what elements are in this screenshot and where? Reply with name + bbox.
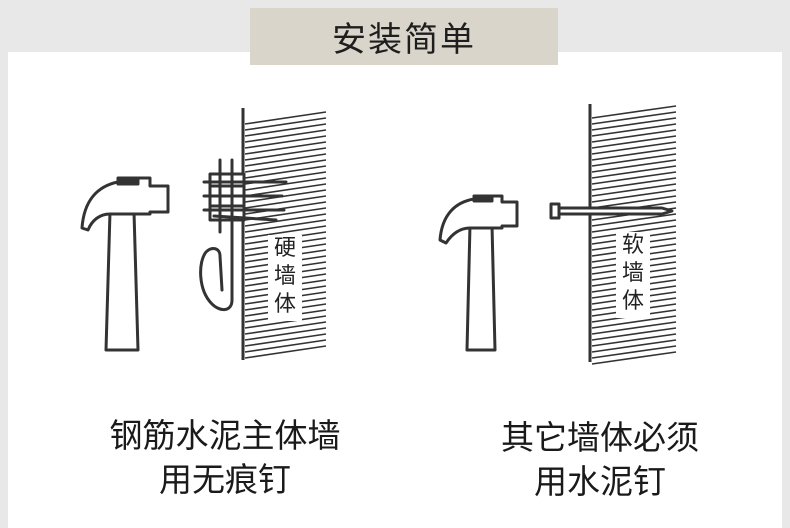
wall-hatch-line (244, 315, 327, 329)
wall-hatch-line (591, 123, 677, 137)
wall-hatch-line (244, 177, 327, 191)
left-caption: 钢筋水泥主体墙 用无痕钉 (80, 414, 370, 502)
wall-hatch-line (591, 171, 677, 185)
wall-hatch-line (591, 105, 677, 119)
wall-hatch-line (244, 195, 327, 209)
left-caption-line1: 钢筋水泥主体墙 (109, 416, 341, 455)
wall-hatch-line (591, 321, 677, 335)
wall-hatch-line (244, 117, 327, 131)
wall-hatch-line (244, 129, 327, 143)
wall-hatch-line (244, 339, 327, 353)
wall-hatch-line (591, 147, 677, 161)
wall-hatch-line (244, 327, 327, 341)
wall-hatch-line (591, 213, 677, 227)
wall-hatch-line (244, 333, 327, 347)
wall-hatch-line (244, 165, 327, 179)
wall-hatch-line (591, 111, 677, 125)
wall-hatch-line (244, 189, 327, 203)
wall-hatch-line (244, 159, 327, 173)
wall-hatch-line (591, 189, 677, 203)
wall-hatch-line (244, 123, 327, 137)
wall-hatch-line (591, 327, 677, 341)
wall-hatch-line (591, 195, 677, 209)
wall-hatch-line (591, 351, 677, 365)
hammer-icon (80, 176, 170, 352)
hammer-icon (438, 194, 519, 352)
wall-hatch-line (591, 153, 677, 167)
wall-hatch-line (591, 183, 677, 197)
right-caption-line1: 其它墙体必须 (501, 418, 699, 457)
wall-hatch-line (591, 165, 677, 179)
wall-hatch-line (591, 117, 677, 131)
wall-hatch-line (244, 225, 327, 239)
wall-hatch-line (591, 129, 677, 143)
wall-hatch-line (244, 135, 327, 149)
soft-wall-label: 软 墙 体 (616, 232, 650, 318)
wall-hatch-line (244, 153, 327, 167)
wall-hatch-line (244, 183, 327, 197)
wall-hatch-line (591, 219, 677, 233)
wall-hatch-line (591, 333, 677, 347)
wall-hatch-line (244, 147, 327, 161)
wall-hatch-line (244, 321, 327, 335)
right-caption: 其它墙体必须 用水泥钉 (460, 416, 740, 504)
wall-icon (241, 108, 327, 360)
wall-hatch-line (244, 141, 327, 155)
left-caption-line2: 用无痕钉 (159, 460, 291, 499)
page-title: 安装简单 (250, 8, 558, 65)
hook-icon (199, 158, 288, 311)
wall-hatch-line (591, 315, 677, 329)
wall-hatch-line (244, 201, 327, 215)
wall-hatch-line (244, 111, 327, 125)
wall-hatch-line (591, 159, 677, 173)
wall-hatch-line (591, 135, 677, 149)
wall-hatch-line (244, 213, 327, 227)
wall-hatch-line (591, 141, 677, 155)
concrete-nail-icon (549, 202, 674, 220)
wall-hatch-line (244, 345, 327, 359)
wall-hatch-line (591, 339, 677, 353)
wall-hatch-line (591, 345, 677, 359)
right-caption-line2: 用水泥钉 (534, 462, 666, 501)
wall-hatch-line (591, 177, 677, 191)
hard-wall-label: 硬 墙 体 (268, 235, 302, 321)
wall-hatch-line (244, 219, 327, 233)
